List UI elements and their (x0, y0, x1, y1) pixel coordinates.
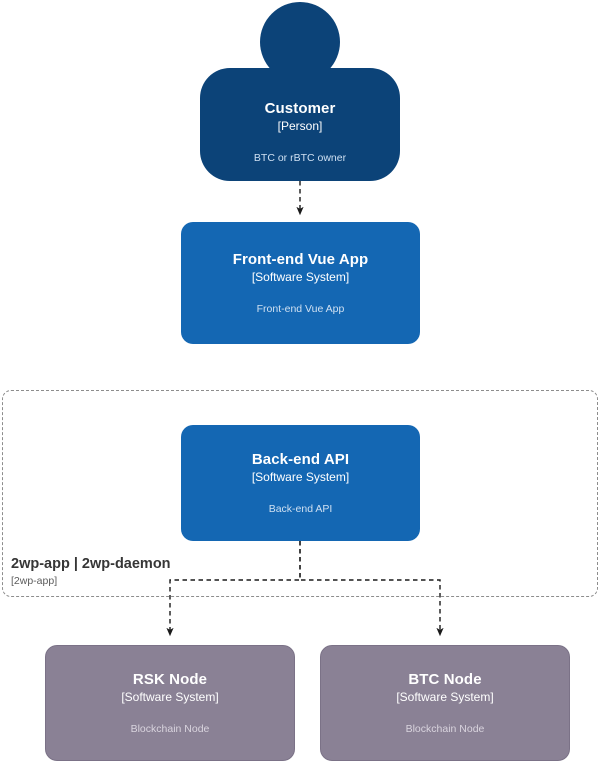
btcnode-type: [Software System] (396, 690, 494, 704)
boundary-label: 2wp-app | 2wp-daemon [2wp-app] (11, 555, 177, 588)
btcnode-title: BTC Node (408, 671, 482, 688)
frontend-title: Front-end Vue App (232, 251, 369, 268)
backend-description: Back-end API (268, 503, 333, 515)
customer-type: [Person] (277, 118, 323, 133)
backend-type: [Software System] (251, 470, 350, 484)
node-rsk-node[interactable]: RSK Node [Software System] Blockchain No… (45, 645, 295, 761)
node-backend-api[interactable]: Back-end API [Software System] Back-end … (181, 425, 420, 541)
boundary-type: [2wp-app] (11, 575, 58, 587)
btcnode-description: Blockchain Node (405, 723, 485, 735)
boundary-title: 2wp-app | 2wp-daemon (11, 556, 171, 572)
customer-description: BTC or rBTC owner (253, 151, 347, 164)
rsknode-title: RSK Node (132, 671, 208, 688)
frontend-type: [Software System] (251, 270, 350, 284)
backend-title: Back-end API (251, 451, 350, 468)
node-btc-node[interactable]: BTC Node [Software System] Blockchain No… (320, 645, 570, 761)
frontend-description: Front-end Vue App (256, 303, 345, 315)
customer-title: Customer (264, 99, 336, 117)
rsknode-type: [Software System] (121, 690, 219, 704)
rsknode-description: Blockchain Node (130, 723, 210, 735)
node-frontend-vue-app[interactable]: Front-end Vue App [Software System] Fron… (181, 222, 420, 344)
node-customer[interactable]: Customer [Person] BTC or rBTC owner (200, 68, 400, 181)
